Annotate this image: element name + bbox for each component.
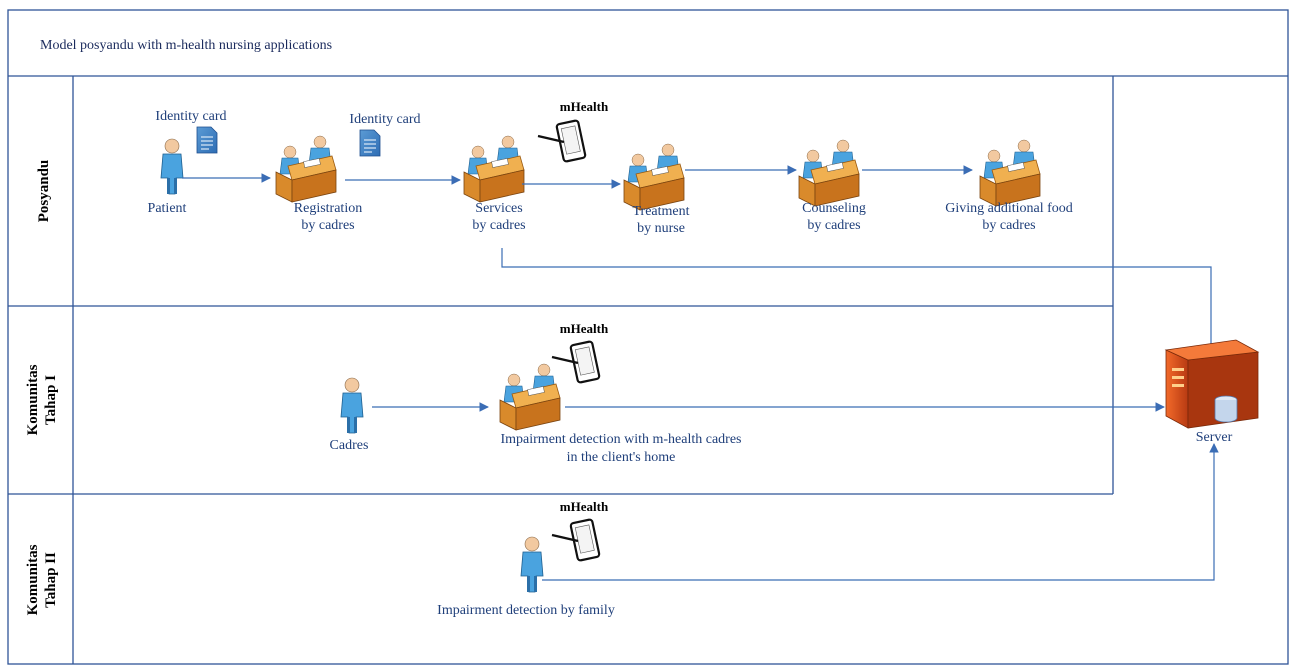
lane-label-tahap1-line2: Tahap I — [43, 375, 59, 425]
document-icon — [196, 126, 218, 154]
outer-border — [7, 9, 1289, 665]
treatment-label-line1: Treatment — [632, 204, 689, 219]
mhealth-label-tahap2: mHealth — [560, 499, 609, 514]
identity-card-label-2: Identity card — [349, 112, 420, 127]
server-icon — [1164, 339, 1260, 429]
swimlane-frame — [7, 9, 1289, 665]
counseling-desk-icon — [798, 139, 860, 207]
lane-label-tahap2-line1: Komunitas — [25, 544, 41, 615]
mhealth-label-services: mHealth — [560, 99, 609, 114]
counseling-label-line1: Counseling — [802, 201, 866, 216]
cadres-person-icon — [340, 377, 364, 434]
treatment-label-line2: by nurse — [637, 221, 685, 236]
lane-label-tahap2-line2: Tahap II — [43, 552, 59, 608]
impairment-family-label: Impairment detection by family — [437, 603, 615, 618]
family-person-icon — [520, 536, 544, 593]
lane-label-posyandu: Posyandu — [36, 160, 52, 223]
giving-food-desk-icon — [979, 139, 1041, 207]
identity-card-label-1: Identity card — [155, 109, 226, 124]
mobile-device-icon — [536, 118, 587, 164]
services-desk-icon — [463, 135, 525, 203]
mobile-device-icon — [550, 339, 601, 385]
arrow-family-to-server — [542, 443, 1219, 581]
impairment-cadres-label-line1: Impairment detection with m-health cadre… — [500, 432, 741, 447]
giving-food-label-line1: Giving additional food — [945, 201, 1073, 216]
cadres-label: Cadres — [330, 438, 369, 453]
impairment-cadres-desk-icon — [499, 363, 561, 431]
diagram-title: Model posyandu with m-health nursing app… — [40, 38, 332, 53]
document-icon — [359, 129, 381, 157]
treatment-desk-icon — [623, 143, 685, 211]
registration-label-line1: Registration — [294, 201, 362, 216]
giving-food-label-line2: by cadres — [982, 218, 1035, 233]
counseling-label-line2: by cadres — [807, 218, 860, 233]
mhealth-label-tahap1: mHealth — [560, 321, 609, 336]
lane-label-tahap1-line1: Komunitas — [25, 364, 41, 435]
mobile-device-icon — [550, 517, 601, 563]
registration-desk-icon — [275, 135, 337, 203]
impairment-cadres-label-line2: in the client's home — [567, 450, 676, 465]
arrow-services-to-server — [501, 248, 1216, 375]
services-label-line2: by cadres — [472, 218, 525, 233]
services-label-line1: Services — [475, 201, 522, 216]
server-label: Server — [1196, 430, 1233, 445]
patient-person-icon — [160, 138, 184, 195]
patient-label: Patient — [148, 201, 187, 216]
registration-label-line2: by cadres — [301, 218, 354, 233]
